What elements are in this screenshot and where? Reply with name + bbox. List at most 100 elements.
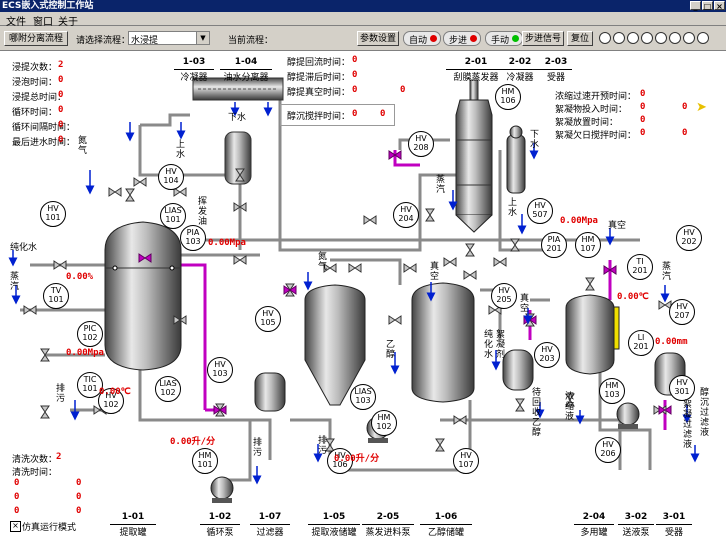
valve-icon[interactable] <box>403 263 417 273</box>
alcohol-stir-box <box>280 104 395 126</box>
alcohol-stir-value: 0 <box>352 109 358 119</box>
tag-hv102[interactable]: HV 102 <box>98 388 124 414</box>
valve-icon[interactable] <box>323 263 337 273</box>
tag-hm102[interactable]: HM 102 <box>371 410 397 436</box>
valve-icon[interactable] <box>173 187 187 197</box>
tag-hm103[interactable]: HM 103 <box>599 378 625 404</box>
valve-icon[interactable] <box>325 438 335 452</box>
tag-hv105[interactable]: HV 105 <box>255 306 281 332</box>
wash-time-label: 清洗时间： <box>12 468 58 478</box>
valve-icon[interactable] <box>565 393 575 407</box>
tag-lias102[interactable]: LIAS 102 <box>155 376 181 402</box>
tag-hv101[interactable]: HV 101 <box>40 201 66 227</box>
valve-icon[interactable] <box>348 263 362 273</box>
valve-icon[interactable] <box>40 348 50 362</box>
stream-label-steam-l: 蒸 汽 <box>10 272 20 292</box>
valve-icon[interactable] <box>133 177 147 187</box>
tag-hm101[interactable]: HM 101 <box>192 448 218 474</box>
valve-icon[interactable] <box>463 270 477 280</box>
bottom-equipment-name: 过滤器 <box>250 524 290 538</box>
valve-icon[interactable] <box>53 260 67 270</box>
minimize-icon[interactable]: _ <box>690 1 701 11</box>
wash-value-3: 0 <box>14 492 20 502</box>
reading-temp-101: 0.00℃ <box>99 387 131 397</box>
tag-hv104[interactable]: HV 104 <box>158 164 184 190</box>
valve-icon[interactable] <box>453 415 467 425</box>
process-select[interactable]: 水浸提 ▼ <box>128 31 210 46</box>
tag-hv507[interactable]: HV 507 <box>527 198 553 224</box>
wash-value-4: 0 <box>76 492 82 502</box>
reset-button[interactable]: 复位 <box>567 31 593 46</box>
manual-toggle[interactable]: 手动 <box>485 31 523 46</box>
tag-hm107[interactable]: HM 107 <box>575 232 601 258</box>
menu-about[interactable]: 关于 <box>58 17 78 28</box>
maximize-icon[interactable]: □ <box>702 1 713 11</box>
tag-ti201[interactable]: TI 201 <box>627 254 653 280</box>
valve-icon[interactable] <box>363 215 377 225</box>
menu-file[interactable]: 文件 <box>6 17 26 28</box>
active-valve-icon[interactable] <box>138 253 152 263</box>
close-icon[interactable]: × <box>714 1 725 11</box>
valve-icon[interactable] <box>515 398 525 412</box>
tag-li201[interactable]: LI 201 <box>628 330 654 356</box>
tag-tic101[interactable]: TIC 101 <box>77 372 103 398</box>
active-valve-icon[interactable] <box>388 150 402 160</box>
tag-hv205[interactable]: HV 205 <box>491 283 517 309</box>
active-valve-icon[interactable] <box>603 265 617 275</box>
step-toggle[interactable]: 步进 <box>443 31 481 46</box>
tag-pia103[interactable]: PIA 103 <box>180 225 206 251</box>
tag-hv301[interactable]: HV 301 <box>669 375 695 401</box>
active-valve-icon[interactable] <box>283 285 297 295</box>
tag-hv107[interactable]: HV 107 <box>453 448 479 474</box>
tag-hv208[interactable]: HV 208 <box>408 131 434 157</box>
valve-icon[interactable] <box>235 168 245 182</box>
tag-hv103[interactable]: HV 103 <box>207 357 233 383</box>
valve-icon[interactable] <box>233 202 247 212</box>
tag-hv207[interactable]: HV 207 <box>669 299 695 325</box>
tag-hv206[interactable]: HV 206 <box>595 437 621 463</box>
status-led <box>613 32 625 44</box>
valve-icon[interactable] <box>125 188 135 202</box>
active-valve-icon[interactable] <box>658 405 672 415</box>
process-button[interactable]: 哪附分离流程 <box>4 31 68 46</box>
valve-icon[interactable] <box>233 255 247 265</box>
wash-count-label: 清洗次数： <box>12 455 58 465</box>
tag-lias101[interactable]: LIAS 101 <box>160 203 186 229</box>
valve-icon[interactable] <box>493 257 507 267</box>
right-param-label: 浓缩过速开预时间： <box>555 92 637 102</box>
tag-hv106[interactable]: HV 106 <box>327 448 353 474</box>
bottom-equipment-name: 受器 <box>656 524 692 538</box>
valve-icon[interactable] <box>23 305 37 315</box>
tag-hv204[interactable]: HV 204 <box>393 202 419 228</box>
wash-value-2: 0 <box>76 478 82 488</box>
tag-tv101[interactable]: TV 101 <box>43 283 69 309</box>
valve-icon[interactable] <box>40 405 50 419</box>
valve-icon[interactable] <box>108 187 122 197</box>
tag-hv203[interactable]: HV 203 <box>534 342 560 368</box>
valve-icon[interactable] <box>658 300 672 310</box>
dropdown-arrow-icon[interactable]: ▼ <box>196 32 209 44</box>
valve-icon[interactable] <box>443 257 457 267</box>
tag-lias103[interactable]: LIAS 103 <box>350 384 376 410</box>
current-process-label: 当前流程： <box>228 36 274 46</box>
auto-toggle[interactable]: 自动 <box>403 31 441 46</box>
active-valve-icon[interactable] <box>213 405 227 415</box>
valve-icon[interactable] <box>425 208 435 222</box>
tag-hm106[interactable]: HM 106 <box>495 84 521 110</box>
valve-icon[interactable] <box>388 315 402 325</box>
status-led <box>655 32 667 44</box>
param-settings-button[interactable]: 参数设置 <box>357 31 399 46</box>
valve-icon[interactable] <box>173 315 187 325</box>
tag-hv202[interactable]: HV 202 <box>676 225 702 251</box>
left-param-label: 浸泡时间： <box>12 78 58 88</box>
valve-icon[interactable] <box>465 243 475 257</box>
valve-icon[interactable] <box>435 438 445 452</box>
tag-pic102[interactable]: PIC 102 <box>77 321 103 347</box>
step-signal-button[interactable]: 步进信号 <box>522 31 564 46</box>
tag-pia201[interactable]: PIA 201 <box>541 232 567 258</box>
menu-window[interactable]: 窗口 <box>33 17 53 28</box>
valve-icon[interactable] <box>585 277 595 291</box>
valve-icon[interactable] <box>510 238 520 252</box>
left-param-value: 0 <box>58 120 64 130</box>
sim-mode-checkbox[interactable]: × <box>10 521 21 532</box>
